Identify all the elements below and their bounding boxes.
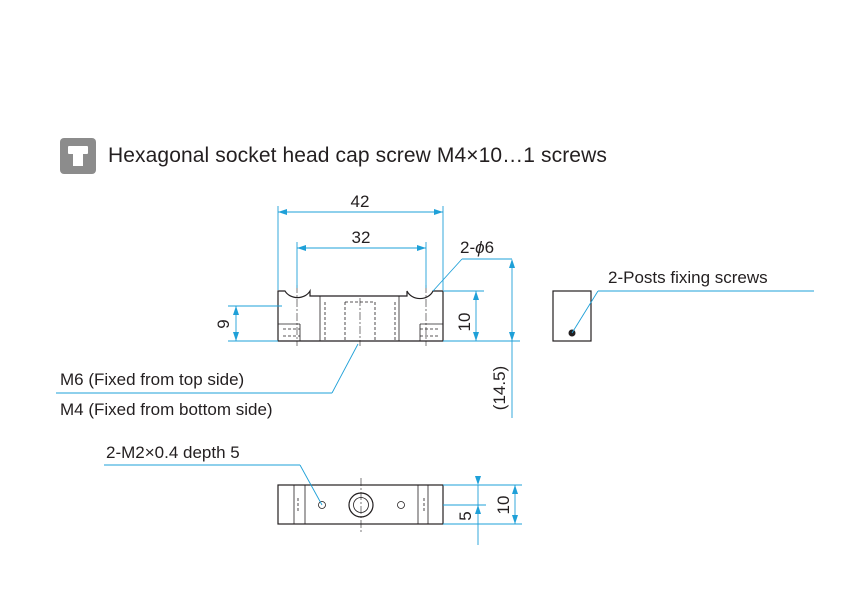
front-view [277, 285, 444, 346]
screw-type-icon [60, 138, 96, 174]
dim-width-outer: 42 [351, 192, 370, 211]
dim-total-height: (14.5) [490, 366, 509, 410]
dim-right-height: 10 [455, 313, 474, 332]
dim-bottom-height: 10 [494, 496, 513, 515]
label-posts-fixing: 2-Posts fixing screws [608, 268, 768, 287]
dim-left-height: 9 [214, 319, 233, 328]
label-m6: M6 (Fixed from top side) [60, 370, 244, 389]
dim-bottom-depth: 5 [456, 511, 475, 520]
header-title: Hexagonal socket head cap screw M4×10…1 … [108, 144, 607, 167]
bottom-view [277, 478, 444, 534]
label-m2-depth: 2-M2×0.4 depth 5 [106, 443, 240, 462]
section-header: Hexagonal socket head cap screw M4×10…1 … [60, 138, 607, 174]
dim-width-inner: 32 [352, 228, 371, 247]
side-view [552, 290, 592, 342]
dim-hole-diameter: 2-ϕ6 [460, 238, 494, 257]
label-m4: M4 (Fixed from bottom side) [60, 400, 273, 419]
